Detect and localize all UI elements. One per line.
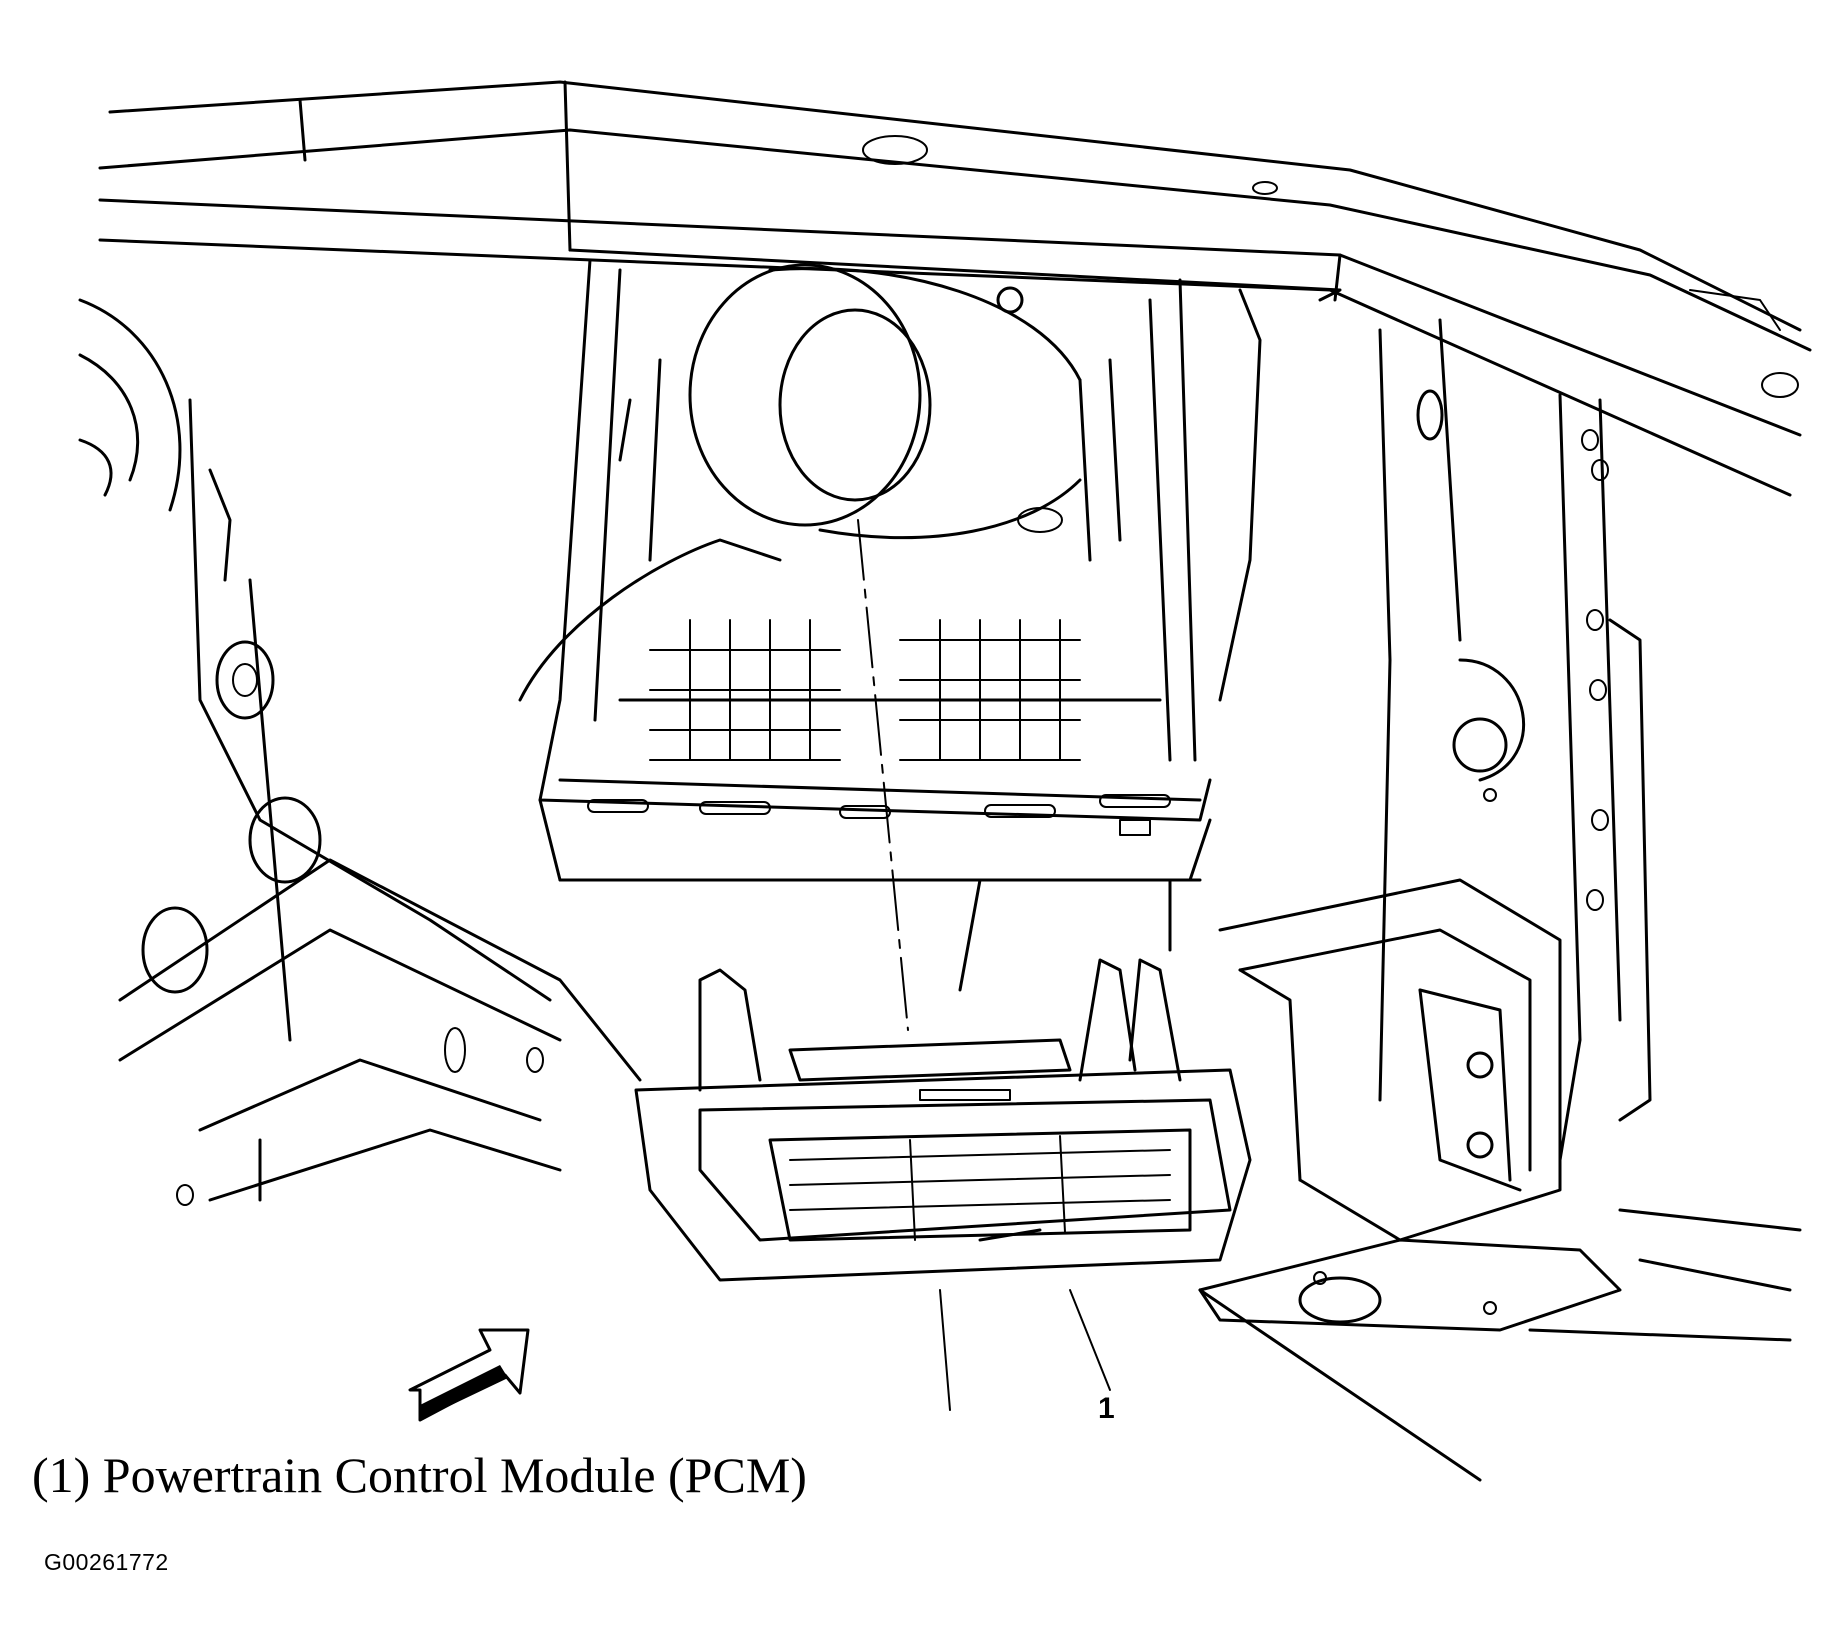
callout-number-1: 1 [1098, 1392, 1115, 1425]
installation-guide-line [857, 519, 909, 1031]
powertrain-control-module [634, 958, 1252, 1282]
right-frame-structure [1198, 318, 1802, 1482]
callout-leaders [939, 1289, 1111, 1411]
pcm-mounting-bracket [518, 248, 1342, 992]
figure-id: G00261772 [44, 1549, 169, 1575]
left-inner-fender [78, 298, 642, 1206]
figure-caption: (1) Powertrain Control Module (PCM) [32, 1447, 807, 1503]
upper-cowl-panels [98, 80, 1812, 497]
air-intake-duct [688, 263, 1082, 540]
view-direction-arrow-icon [408, 1328, 530, 1422]
